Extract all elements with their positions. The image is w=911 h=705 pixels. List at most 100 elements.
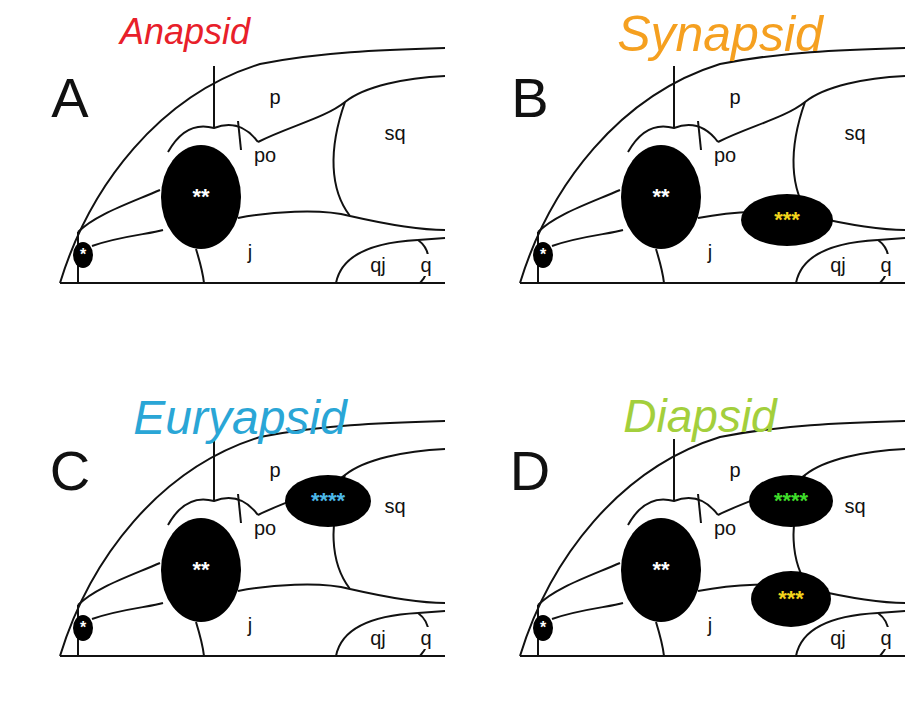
suture-line xyxy=(92,603,163,619)
suture-line xyxy=(552,230,623,246)
skull-opening: * xyxy=(73,615,93,641)
bone-label: q xyxy=(878,254,893,276)
suture-line xyxy=(334,102,350,216)
opening-mark: **** xyxy=(311,490,345,512)
suture-line xyxy=(520,655,905,657)
suture-line xyxy=(60,655,445,657)
suture-line xyxy=(238,212,445,230)
suture-line xyxy=(698,121,701,150)
opening-mark: *** xyxy=(774,209,800,231)
suture-line xyxy=(60,421,445,656)
suture-line xyxy=(213,66,215,128)
suture-line xyxy=(336,613,418,656)
panel-letter: D xyxy=(508,442,552,500)
panel-title: Anapsid xyxy=(118,13,252,51)
panel-letter: A xyxy=(49,69,90,127)
suture-line xyxy=(213,439,215,501)
bone-label: sq xyxy=(842,122,867,144)
bone-label: j xyxy=(706,241,714,263)
suture-line xyxy=(418,611,445,613)
suture-line xyxy=(673,439,675,501)
suture-line xyxy=(60,282,445,284)
suture-line xyxy=(258,76,445,142)
suture-line xyxy=(538,190,620,232)
panel-letter: B xyxy=(509,69,550,127)
suture-line xyxy=(520,282,905,284)
suture-line xyxy=(60,48,445,283)
opening-mark: ** xyxy=(192,559,209,581)
bone-label: p xyxy=(727,86,742,108)
bone-label: sq xyxy=(382,495,407,517)
suture-line xyxy=(656,249,664,283)
skull-opening: ** xyxy=(161,145,241,249)
suture-line xyxy=(520,48,905,283)
suture-line xyxy=(196,249,204,283)
suture-line xyxy=(796,240,878,283)
skull-opening: ** xyxy=(621,145,701,249)
suture-line xyxy=(656,622,664,656)
bone-label: j xyxy=(246,241,254,263)
bone-label: j xyxy=(246,614,254,636)
bone-label: q xyxy=(418,627,433,649)
opening-mark: * xyxy=(540,620,546,636)
skull-drawing xyxy=(520,48,905,283)
opening-mark: * xyxy=(540,247,546,263)
bone-label: po xyxy=(252,517,278,539)
bone-label: qj xyxy=(828,627,848,649)
panel-letter: C xyxy=(48,442,92,500)
suture-line xyxy=(673,66,675,128)
suture-line xyxy=(92,230,163,246)
bone-label: qj xyxy=(368,254,388,276)
skull-drawing xyxy=(60,48,445,283)
suture-line xyxy=(238,585,445,603)
panel-title: Synapsid xyxy=(615,8,825,60)
opening-mark: * xyxy=(80,620,86,636)
bone-label: sq xyxy=(842,495,867,517)
suture-line xyxy=(418,238,445,240)
skull-drawing xyxy=(520,421,905,656)
skull-opening: **** xyxy=(749,475,833,527)
bone-label: po xyxy=(252,144,278,166)
skull-opening: *** xyxy=(751,571,831,627)
suture-line xyxy=(698,494,701,523)
bone-label: j xyxy=(706,614,714,636)
bone-label: po xyxy=(712,144,738,166)
bone-label: sq xyxy=(382,122,407,144)
skull-opening: * xyxy=(533,615,553,641)
suture-line xyxy=(238,494,241,523)
opening-mark: ** xyxy=(652,559,669,581)
bone-label: qj xyxy=(368,627,388,649)
skull-opening: ** xyxy=(621,518,701,622)
skull-drawing xyxy=(60,421,445,656)
suture-line xyxy=(520,421,905,656)
suture-line xyxy=(878,611,905,613)
skull-opening: *** xyxy=(741,194,833,246)
suture-line xyxy=(552,603,623,619)
suture-line xyxy=(718,76,905,142)
skull-opening: **** xyxy=(285,475,371,527)
suture-line xyxy=(336,240,418,283)
suture-line xyxy=(78,563,160,605)
opening-mark: *** xyxy=(778,588,804,610)
bone-label: p xyxy=(267,459,282,481)
bone-label: po xyxy=(712,517,738,539)
suture-line xyxy=(538,563,620,605)
bone-label: p xyxy=(267,86,282,108)
opening-mark: * xyxy=(80,247,86,263)
suture-line xyxy=(78,190,160,232)
opening-mark: ** xyxy=(652,186,669,208)
skull-opening: * xyxy=(533,242,553,268)
suture-line xyxy=(878,238,905,240)
skull-opening: ** xyxy=(161,518,241,622)
suture-line xyxy=(196,622,204,656)
skull-opening: * xyxy=(73,242,93,268)
opening-mark: ** xyxy=(192,186,209,208)
bone-label: qj xyxy=(828,254,848,276)
panel-title: Euryapsid xyxy=(131,393,348,443)
panel-title: Diapsid xyxy=(621,392,778,440)
opening-mark: **** xyxy=(774,490,808,512)
suture-line xyxy=(238,121,241,150)
bone-label: p xyxy=(727,459,742,481)
bone-label: q xyxy=(418,254,433,276)
bone-label: q xyxy=(878,627,893,649)
